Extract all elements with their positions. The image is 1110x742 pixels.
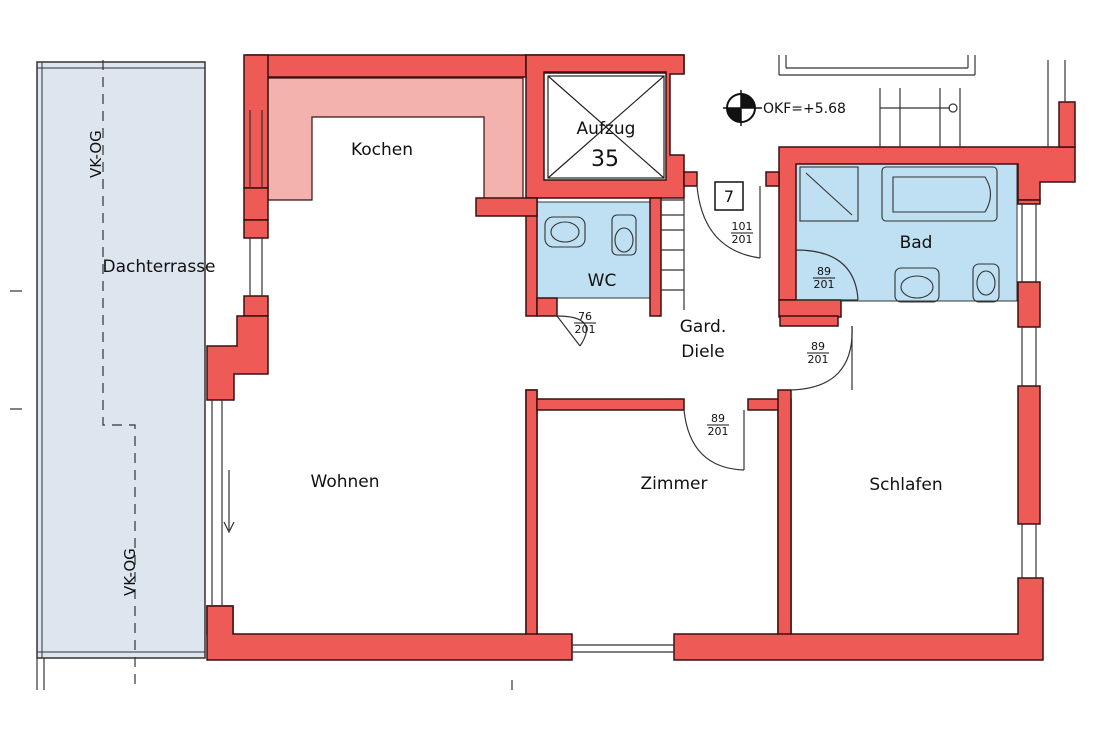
svg-text:201: 201 — [575, 323, 596, 336]
vk-og-dashed-line — [102, 60, 136, 690]
door-label-bad: 89 201 — [813, 265, 835, 291]
room-label-dachterrasse: Dachterrasse — [102, 257, 215, 277]
svg-text:89: 89 — [711, 412, 725, 425]
svg-text:76: 76 — [578, 310, 592, 323]
vk-og-label-top: VK-OG — [87, 130, 105, 178]
svg-text:201: 201 — [814, 278, 835, 291]
room-label-gard: Gard. — [680, 317, 726, 337]
door-label-schlafen: 89 201 — [807, 340, 829, 366]
stair-number-box — [714, 181, 744, 211]
sanitary-fixtures — [544, 166, 1000, 303]
stair-number: 7 — [724, 187, 734, 206]
elevator-cross — [547, 75, 665, 179]
room-label-wc: WC — [588, 271, 617, 291]
room-label-zimmer: Zimmer — [641, 474, 708, 494]
walls — [206, 54, 1076, 661]
svg-text:89: 89 — [811, 340, 825, 353]
svg-text:89: 89 — [817, 265, 831, 278]
room-label-kochen: Kochen — [351, 140, 413, 160]
okf-label: OKF=+5.68 — [763, 101, 846, 117]
room-label-wohnen: Wohnen — [311, 472, 380, 492]
room-label-bad: Bad — [900, 233, 933, 253]
svg-text:201: 201 — [708, 425, 729, 438]
kitchen-counter — [267, 77, 524, 203]
door-label-wc: 76 201 — [574, 310, 596, 336]
elevation-marker-icon — [723, 90, 762, 126]
svg-text:201: 201 — [808, 353, 829, 366]
dachterrasse-area — [36, 60, 206, 690]
room-label-schlafen: Schlafen — [869, 475, 942, 495]
door-label-entry: 101 201 — [731, 220, 753, 246]
room-label-diele: Diele — [681, 342, 724, 362]
tick-marks — [10, 290, 513, 690]
svg-text:101: 101 — [732, 220, 753, 233]
vk-og-label-bottom: VK-OG — [121, 548, 139, 596]
doors — [556, 185, 859, 471]
svg-text:201: 201 — [732, 233, 753, 246]
windows — [211, 60, 1066, 653]
room-label-aufzug-number: 35 — [591, 147, 619, 172]
door-label-zimmer: 89 201 — [707, 412, 729, 438]
staircase — [661, 55, 976, 310]
room-label-aufzug: Aufzug — [577, 119, 636, 139]
